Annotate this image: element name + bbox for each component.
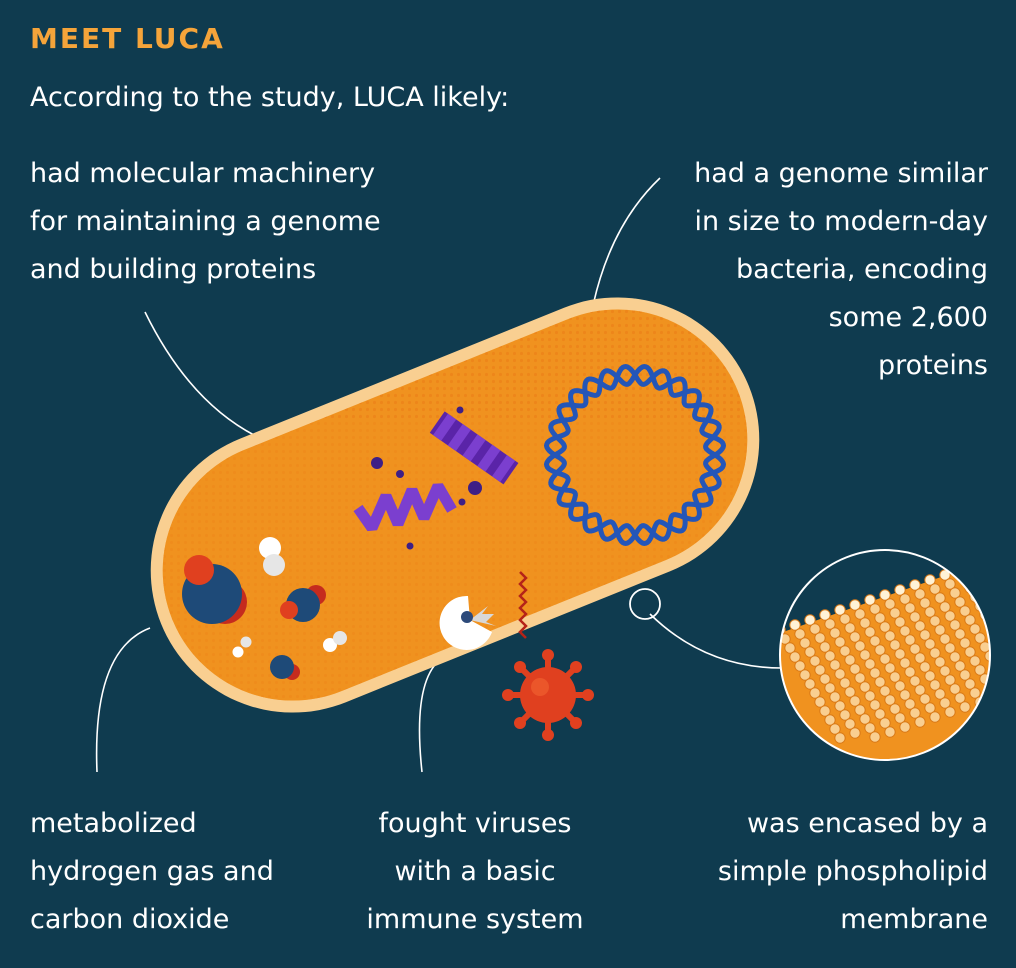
membrane-lens bbox=[779, 549, 991, 761]
connector-membrane bbox=[649, 613, 783, 669]
caption-line: carbon dioxide bbox=[30, 904, 230, 935]
caption-line: proteins bbox=[877, 350, 988, 381]
caption-line: bacteria, encoding bbox=[735, 254, 988, 285]
page-title: MEET LUCA bbox=[30, 22, 225, 55]
dna-ring-icon bbox=[543, 363, 727, 547]
caption-line: and building proteins bbox=[30, 254, 317, 285]
caption-line: had molecular machinery bbox=[30, 158, 376, 189]
caption-line: immune system bbox=[366, 904, 584, 935]
caption-molecular-machinery: had molecular machinery for maintaining … bbox=[30, 150, 381, 294]
immune-enzyme-icon bbox=[439, 595, 496, 650]
caption-line: simple phospholipid bbox=[717, 856, 988, 887]
caption-line: in size to modern-day bbox=[694, 206, 988, 237]
protein-ribbon-icon bbox=[353, 406, 519, 550]
connector-metabolism bbox=[95, 627, 151, 773]
caption-line: hydrogen gas and bbox=[30, 856, 274, 887]
caption-line: metabolized bbox=[30, 808, 197, 839]
caption-line: some 2,600 bbox=[828, 302, 988, 333]
caption-metabolism: metabolized hydrogen gas and carbon diox… bbox=[30, 800, 274, 944]
caption-line: membrane bbox=[840, 904, 988, 935]
connector-immune bbox=[418, 657, 443, 773]
caption-line: had a genome similar bbox=[694, 158, 988, 189]
caption-immune-system: fought viruses with a basic immune syste… bbox=[345, 800, 605, 944]
rna-strand-icon bbox=[518, 571, 528, 639]
molecules-icon bbox=[182, 537, 347, 680]
membrane-marker bbox=[629, 588, 661, 620]
caption-line: was encased by a bbox=[746, 808, 988, 839]
caption-membrane: was encased by a simple phospholipid mem… bbox=[718, 800, 988, 944]
caption-genome: had a genome similar in size to modern-d… bbox=[694, 150, 988, 390]
caption-line: with a basic bbox=[394, 856, 556, 887]
caption-line: for maintaining a genome bbox=[30, 206, 381, 237]
intro-text: According to the study, LUCA likely: bbox=[30, 82, 510, 113]
caption-line: fought viruses bbox=[378, 808, 572, 839]
virus-icon bbox=[502, 649, 594, 741]
